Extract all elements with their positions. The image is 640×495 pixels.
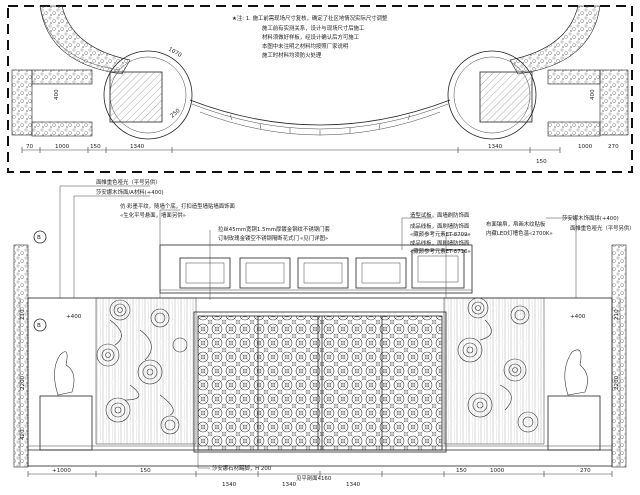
plan-dim-6: 1000 <box>578 144 593 150</box>
elev-dim-right-small: +400 <box>570 314 586 320</box>
label-r1: 造型试板，面墙刷防饰面 <box>410 211 470 219</box>
ceiling-panel <box>411 249 465 289</box>
elev-dim-bottom-4: 1340 <box>282 482 297 488</box>
label-l4: «生化平号悬面，墙面另供» <box>120 211 186 219</box>
label-r6: 莎安娜木饰面拼(+400) <box>562 214 619 222</box>
label-l2: 莎安娜木饰面/A材料(+400) <box>96 188 164 196</box>
label-r7: 面帷重色哑光（平号另供） <box>570 224 635 232</box>
label-center-dim: 见平剖面4160 <box>296 474 332 482</box>
elev-dim-left-1: 210 <box>20 309 26 320</box>
label-r5: 内藏LED灯槽色温«2700K» <box>486 229 553 237</box>
elev-dim-bottom-5: 1340 <box>346 482 361 488</box>
right-plan-wall <box>599 69 629 136</box>
note-line-2: 施工前有实测关系，设计与现场尺寸后施工 <box>262 24 365 32</box>
right-plan-column <box>447 50 537 140</box>
svg-text:B: B <box>37 323 41 329</box>
plan-dim-2: 1000 <box>55 144 70 150</box>
ceiling-panels <box>179 249 465 289</box>
section-marker-top: B <box>33 230 47 244</box>
right-wood-panel <box>443 297 545 445</box>
elev-dim-bottom-1: +1000 <box>52 468 71 474</box>
label-bottom-note: 莎安娜石材踢脚，H 200 <box>212 464 272 472</box>
lattice-door-frame <box>197 315 443 451</box>
plan-dim-left-vert: 400 <box>54 89 60 100</box>
elevation-wall <box>27 297 613 467</box>
label-r2: 成品线板，面刷墙防饰面 <box>410 222 470 230</box>
plan-dim-7: 270 <box>608 144 619 150</box>
ceiling-panel <box>355 257 407 289</box>
label-r3b: «藏颜参考元素ET-8716» <box>410 247 471 255</box>
left-peony-pattern <box>96 299 188 435</box>
label-r3: 成品线板，面刷墙防饰面 <box>410 239 470 247</box>
section-marker-bottom: B <box>33 318 47 332</box>
plan-boundary <box>7 5 633 173</box>
left-wood-panel <box>95 297 197 445</box>
plan-dim-small: 250 <box>169 108 181 120</box>
elev-dim-bottom-6: 150 <box>456 468 467 474</box>
label-r2b: «藏颜参考元素ET-8709» <box>410 230 471 238</box>
label-l3: 仿·彩墨平纹，随墙个底，打扣造型墙贴墙面饰面 <box>120 202 236 210</box>
general-notes: ★注: 1. 施工前需现场尺寸复核，确定了社区地情况实际尺寸调整 施工前有实测关… <box>232 14 388 59</box>
note-line-3: 材料须做好样板，经设计确认后方可施工 <box>262 33 360 41</box>
elevation-dimensions: 210 2200 420 +400 210 2200 +400 +1000 15… <box>19 298 621 488</box>
label-l5: 拉丝45mm宽铜1.5mm厚镀金钢纹不锈钢门套 <box>218 225 331 233</box>
elev-dim-bottom-8: 270 <box>580 468 591 474</box>
elev-dim-right-2: 2200 <box>614 375 620 390</box>
right-plan-hatch <box>479 71 533 123</box>
note-line-1: ★注: 1. 施工前需现场尺寸复核，确定了社区地情况实际尺寸调整 <box>232 14 388 22</box>
elev-dim-left-small: +400 <box>66 314 82 320</box>
plan-dim-4: 1340 <box>130 144 145 150</box>
label-l1: 面帷重色哑光（平号另供） <box>96 178 161 186</box>
elev-dim-bottom-2: 150 <box>140 468 151 474</box>
left-side-cabinet <box>39 351 93 451</box>
ceiling-panel <box>297 257 349 289</box>
right-sculpture <box>564 349 588 396</box>
left-plan-column <box>103 50 193 140</box>
left-plan-wall <box>11 69 33 136</box>
annotations: 面帷重色哑光（平号另供） 莎安娜木饰面/A材料(+400) 仿·彩墨平纹，随墙个… <box>59 178 635 482</box>
plan-dim-right-vert: 400 <box>590 89 596 100</box>
plan-dim-5: 1340 <box>488 144 503 150</box>
ceiling-panel <box>179 257 231 289</box>
elev-dim-left-3: 420 <box>20 429 26 440</box>
plan-dim-1: 70 <box>26 144 34 150</box>
left-plan-hatch <box>109 71 163 123</box>
note-line-5: 施工时材料均须防火处理 <box>262 51 322 59</box>
elev-dim-right-1: 210 <box>614 309 620 320</box>
label-l6: 订制玫瑰金镂空不锈钢隔断花式门 <box>218 234 299 242</box>
plan-dim-diag: 1070 <box>167 47 183 60</box>
plan-view: ★注: 1. 施工前需现场尺寸复核，确定了社区地情况实际尺寸调整 施工前有实测关… <box>7 5 633 173</box>
elevation-view: B B <box>13 230 627 468</box>
right-peony-pattern <box>457 297 539 433</box>
ceiling-panel <box>239 257 291 289</box>
left-sculpture <box>54 351 75 396</box>
note-line-4: 本图中未注明之材料均按照厂家说明 <box>262 42 348 50</box>
plan-dim-3: 150 <box>90 144 101 150</box>
right-side-cabinet <box>547 349 601 451</box>
lattice-partition <box>193 311 447 453</box>
label-r4: 布面镶帛，帛画木纹贴板 <box>486 220 546 228</box>
elev-dim-bottom-7: 1000 <box>490 468 505 474</box>
elev-dim-bottom-3: 1340 <box>222 482 237 488</box>
svg-text:B: B <box>37 235 41 241</box>
label-l6b: «见门详图» <box>300 234 328 242</box>
curved-screen-plan <box>189 99 451 126</box>
plan-dim-extra: 150 <box>536 159 547 165</box>
elev-dim-left-2: 2200 <box>20 375 26 390</box>
right-stone-pilaster <box>611 244 627 468</box>
